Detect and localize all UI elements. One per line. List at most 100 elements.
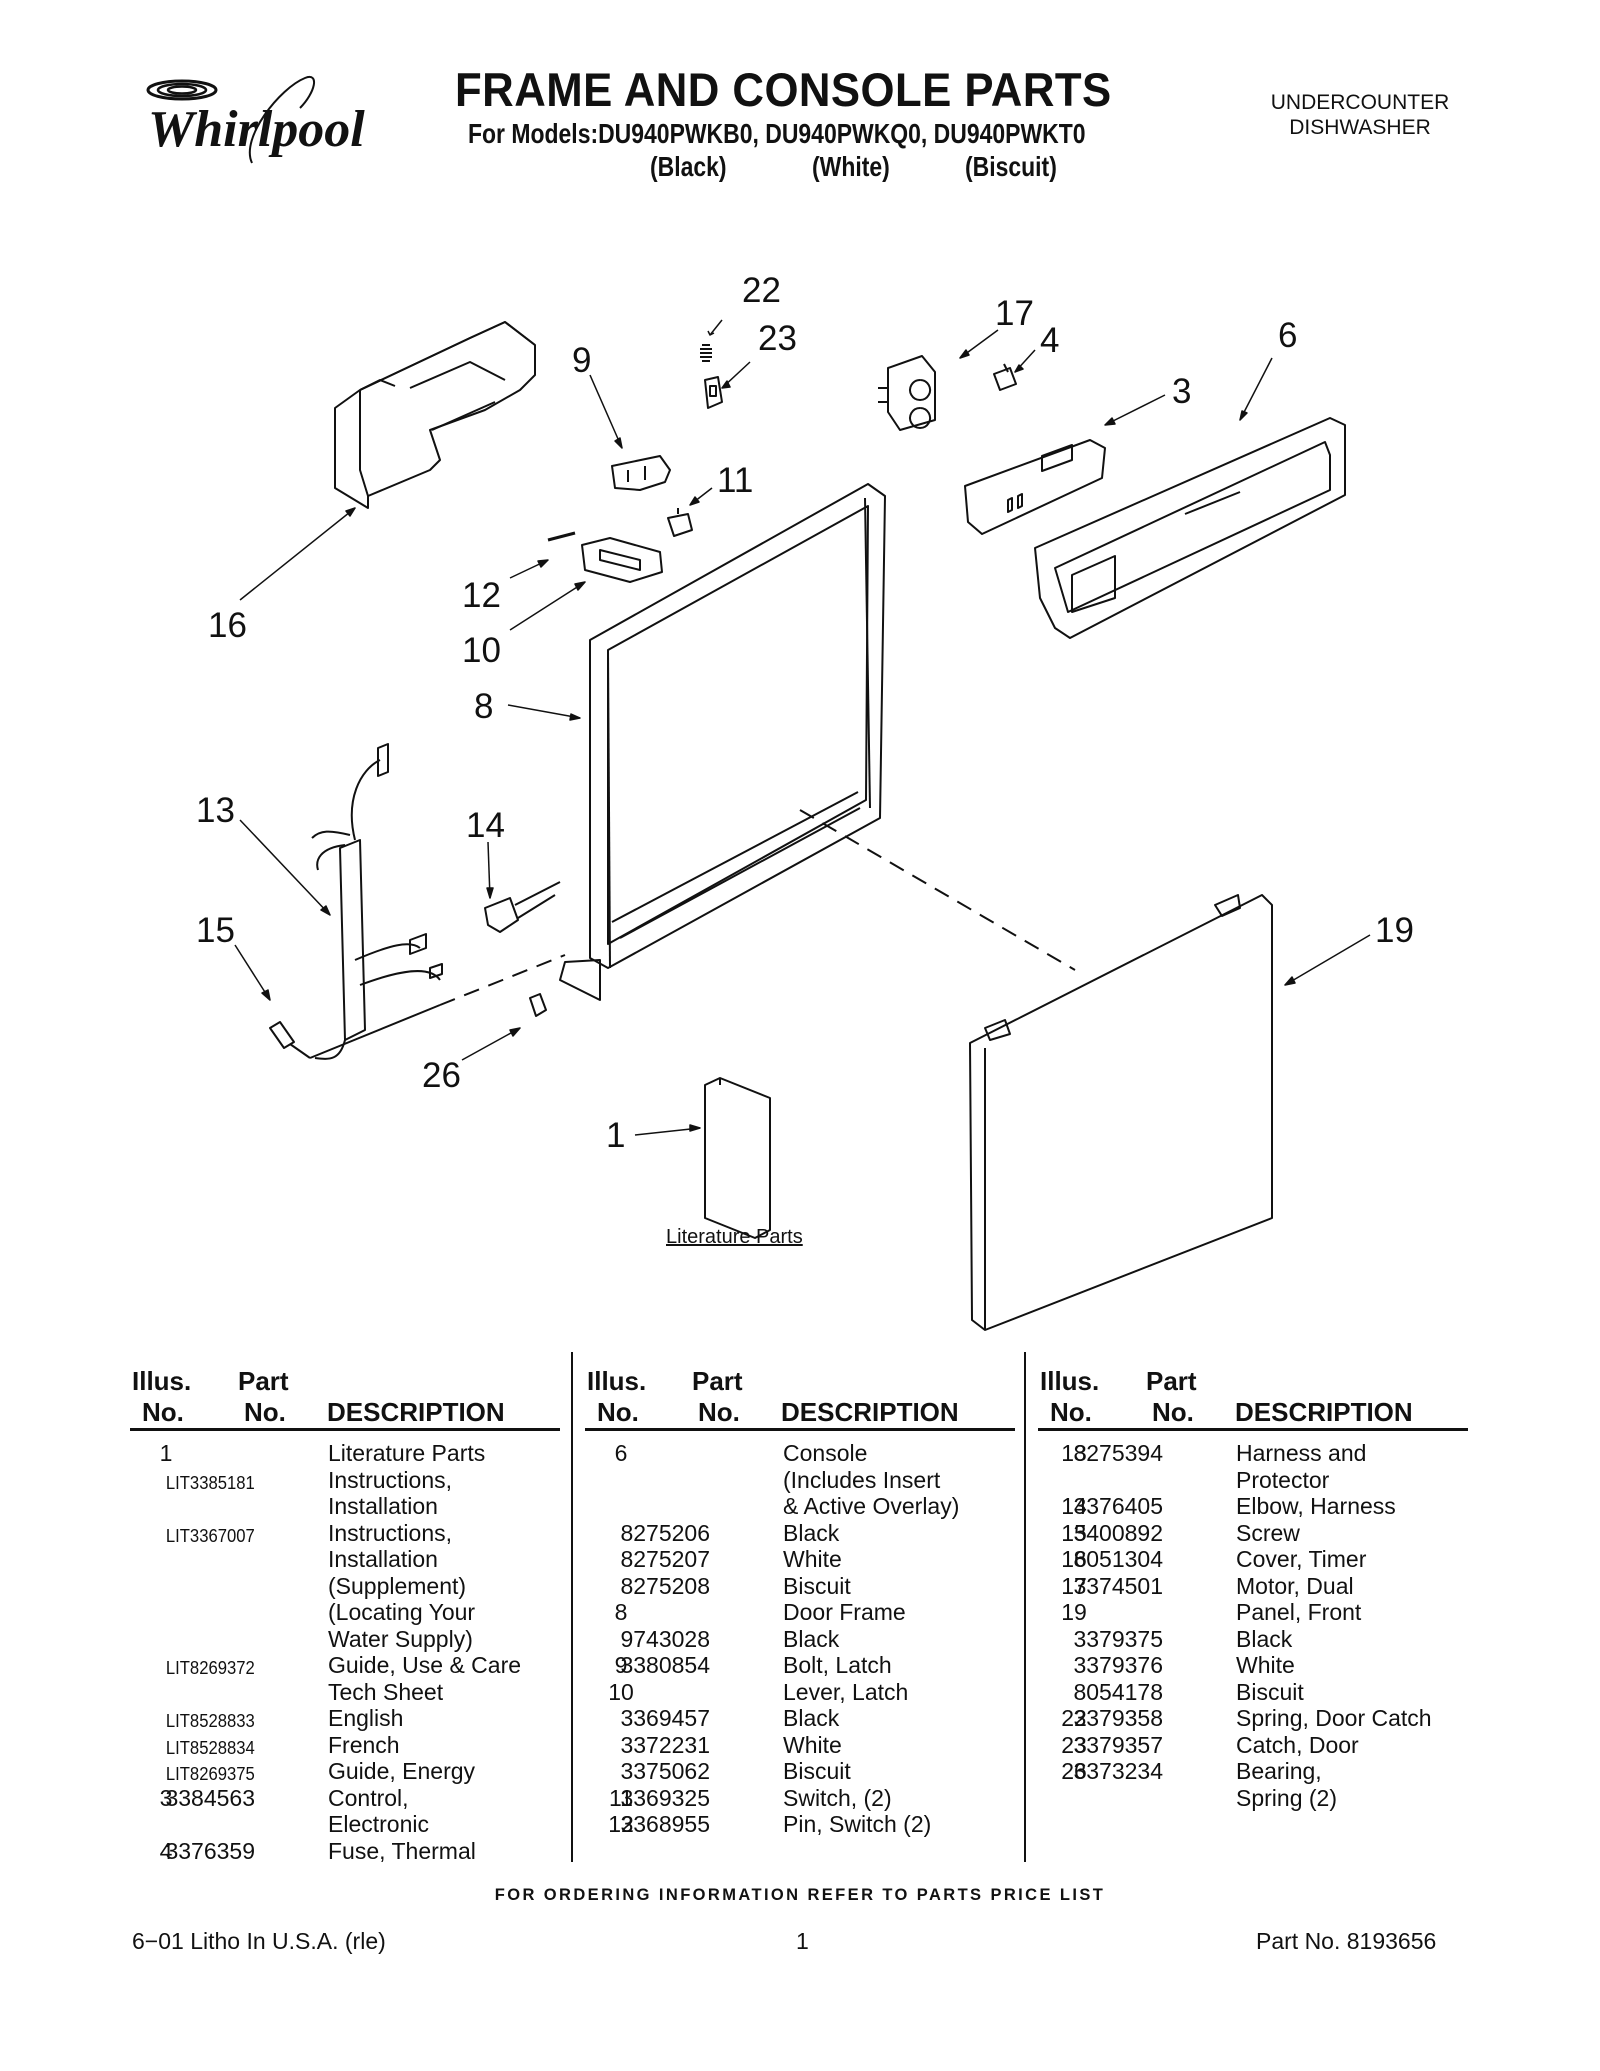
bearing-part	[529, 993, 547, 1017]
part-number: 3373234	[1073, 1758, 1163, 1784]
ordering-note: FOR ORDERING INFORMATION REFER TO PARTS …	[494, 1886, 1106, 1904]
parts-table-row: 3379376 White	[1050, 1652, 1470, 1679]
part-description: (Supplement)	[328, 1572, 467, 1599]
part-number: 3400892	[1073, 1519, 1163, 1546]
column-divider	[1024, 1352, 1026, 1862]
part-description: English	[328, 1705, 404, 1731]
callout-19: 19	[1375, 911, 1414, 950]
part-number: LIT8528834	[166, 1736, 255, 1758]
column-divider	[571, 1352, 573, 1862]
header-description: DESCRIPTION	[1235, 1397, 1413, 1427]
part-description: Fuse, Thermal	[328, 1837, 476, 1864]
part-description: Black	[783, 1625, 840, 1652]
callout-17: 17	[995, 294, 1034, 333]
header-rule	[585, 1428, 1015, 1431]
callout-22: 22	[742, 271, 781, 310]
callout-8: 8	[474, 687, 493, 726]
part-number: LIT3385181	[166, 1471, 255, 1493]
part-description: Lever, Latch	[783, 1678, 909, 1705]
part-description: Bolt, Latch	[783, 1652, 892, 1678]
part-number: 3375062	[620, 1758, 710, 1784]
illus-number: 3	[159, 1784, 173, 1811]
illus-number: 12	[608, 1811, 634, 1837]
part-description: Biscuit	[1236, 1678, 1304, 1705]
part-description: Protector	[1236, 1466, 1330, 1493]
illus-number: 6	[614, 1440, 628, 1466]
harness-part	[311, 743, 443, 1060]
callout-26: 26	[422, 1056, 461, 1095]
timer-cover-part	[334, 321, 536, 509]
part-description: Black	[1236, 1625, 1293, 1652]
part-number: 3369325	[620, 1784, 710, 1811]
part-description: Screw	[1236, 1519, 1300, 1546]
part-description: Guide, Energy	[328, 1758, 476, 1784]
callout-9: 9	[572, 341, 591, 380]
illus-number: 19	[1061, 1599, 1087, 1625]
part-description: French	[328, 1731, 400, 1758]
part-number: 3376405	[1073, 1493, 1163, 1519]
illus-number: 26	[1061, 1758, 1087, 1784]
callout-4: 4	[1040, 321, 1059, 360]
parts-table-row: (Supplement)	[142, 1573, 562, 1600]
part-number: 3369457	[620, 1705, 710, 1731]
parts-table-row: Electronic	[142, 1811, 562, 1838]
callout-3: 3	[1172, 372, 1191, 411]
part-number: 3379358	[1073, 1705, 1163, 1731]
part-description: Switch, (2)	[783, 1784, 892, 1811]
parts-table-row: 10 Lever, Latch	[597, 1679, 1017, 1706]
variant-black: (Black)	[650, 151, 727, 182]
parts-table-row: & Active Overlay)	[597, 1493, 1017, 1520]
part-description: White	[1236, 1652, 1295, 1678]
svg-text:Whirlpool: Whirlpool	[148, 101, 365, 158]
part-number: 3372231	[620, 1731, 710, 1758]
door-frame-part	[559, 483, 886, 1001]
callout-23: 23	[758, 319, 797, 358]
screw-part	[269, 1021, 311, 1059]
part-number: 3379376	[1073, 1652, 1163, 1678]
callout-11: 11	[717, 461, 753, 500]
header-illus: Illus.No.	[587, 1366, 647, 1427]
part-description: Installation	[328, 1493, 438, 1519]
parts-table-row: Installation	[142, 1546, 562, 1573]
part-description: Instructions,	[328, 1519, 452, 1546]
illus-number: 16	[1061, 1546, 1087, 1572]
part-number: LIT8269372	[166, 1657, 255, 1678]
part-description: Installation	[328, 1546, 438, 1572]
guide-line	[309, 1004, 441, 1059]
illus-number: 1	[159, 1440, 173, 1466]
header-rule	[130, 1428, 560, 1431]
part-description: Literature Parts	[328, 1440, 486, 1466]
switch-part	[667, 508, 693, 537]
part-description: Guide, Use & Care	[328, 1652, 522, 1678]
fuse-part	[993, 363, 1017, 391]
catch-part	[704, 376, 723, 409]
part-number: 3380854	[620, 1652, 710, 1678]
part-number: LIT8269375	[166, 1763, 255, 1784]
parts-table-row: (Includes Insert	[597, 1467, 1017, 1494]
parts-table-row: (Locating Your	[142, 1599, 562, 1626]
part-number: 8275206	[620, 1519, 710, 1546]
part-number: 3368955	[620, 1811, 710, 1837]
part-description: Pin, Switch (2)	[783, 1811, 932, 1837]
part-number: 3374501	[1073, 1572, 1163, 1599]
parts-table-row: Installation	[142, 1493, 562, 1520]
illus-number: 4	[159, 1837, 173, 1864]
exploded-parts-diagram: 22 23 9 11 17 4 6 3 16 12 10 8 13 14 15 …	[196, 271, 1414, 1331]
illus-number: 10	[608, 1678, 634, 1705]
part-number: 8275207	[620, 1546, 710, 1572]
callout-6: 6	[1278, 316, 1297, 355]
